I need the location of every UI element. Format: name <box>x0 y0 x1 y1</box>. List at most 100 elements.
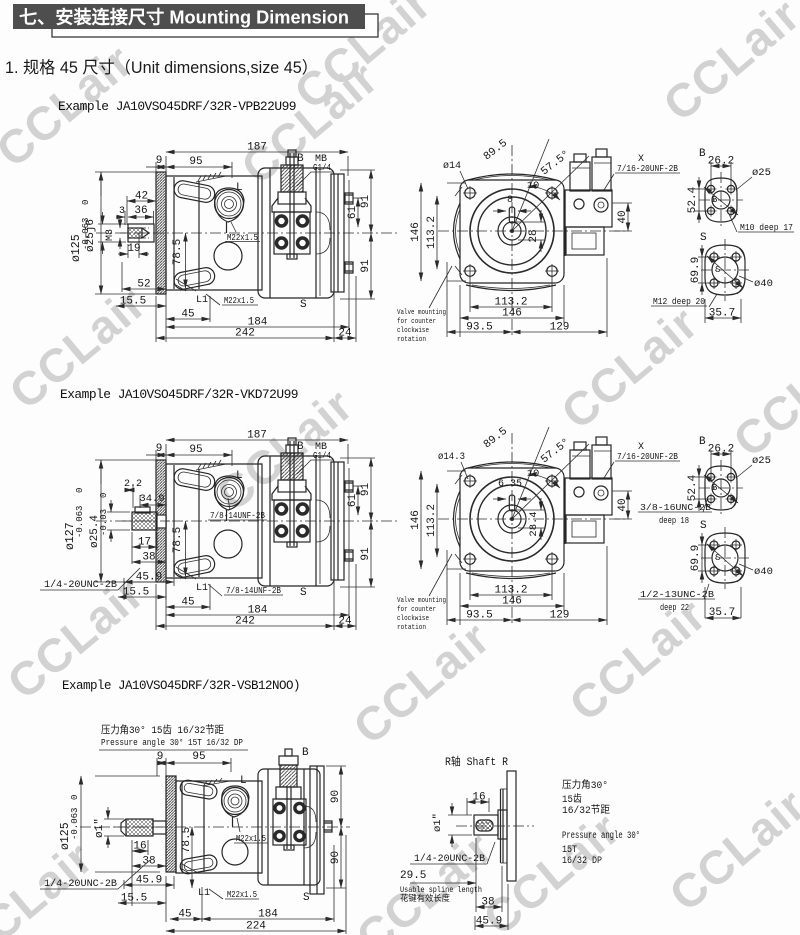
svg-text:clockwise: clockwise <box>397 327 429 335</box>
svg-text:B: B <box>699 436 706 448</box>
svg-text:187: 187 <box>247 430 267 442</box>
svg-text:Example JA10VSO45DRF/32R-VPB22: Example JA10VSO45DRF/32R-VPB22U99 <box>58 100 296 114</box>
svg-text:95: 95 <box>189 156 202 168</box>
svg-text:S: S <box>700 232 707 244</box>
svg-text:113.2: 113.2 <box>494 585 527 597</box>
svg-text:8: 8 <box>507 195 513 206</box>
svg-text:ø125: ø125 <box>59 822 72 850</box>
svg-text:X: X <box>638 154 644 165</box>
svg-text:187: 187 <box>247 142 267 154</box>
svg-text:113.2: 113.2 <box>426 216 438 249</box>
svg-text:M22x1.5: M22x1.5 <box>227 232 258 243</box>
svg-text:242: 242 <box>235 328 255 340</box>
svg-text:Pressure angle 30° 15T 16/32 D: Pressure angle 30° 15T 16/32 DP <box>101 737 243 748</box>
svg-text:15T: 15T <box>562 845 577 856</box>
svg-text:-0.03: -0.03 <box>99 509 109 536</box>
svg-text:45: 45 <box>181 597 194 609</box>
svg-text:9: 9 <box>157 751 164 763</box>
svg-text:花键有效长度: 花键有效长度 <box>400 893 450 904</box>
svg-text:113.2: 113.2 <box>426 504 438 537</box>
svg-text:B: B <box>712 195 718 205</box>
svg-text:15.5: 15.5 <box>123 587 149 599</box>
svg-text:15.5: 15.5 <box>121 893 147 905</box>
svg-text:deep 22: deep 22 <box>660 602 689 613</box>
svg-text:ø25: ø25 <box>752 455 771 467</box>
svg-text:52: 52 <box>137 279 150 291</box>
svg-text:35.7: 35.7 <box>709 308 735 320</box>
svg-text:Pressure angle 30°: Pressure angle 30° <box>562 830 640 842</box>
svg-text:Usable spline length: Usable spline length <box>400 885 482 895</box>
svg-text:1/4-20UNC-2B: 1/4-20UNC-2B <box>414 853 485 865</box>
svg-text:S: S <box>715 553 720 563</box>
svg-text:L1: L1 <box>196 583 208 594</box>
svg-text:S: S <box>303 892 310 904</box>
svg-text:10: 10 <box>527 180 540 192</box>
svg-text:45: 45 <box>181 309 194 321</box>
svg-text:45.9: 45.9 <box>136 572 162 584</box>
svg-text:B: B <box>297 441 304 453</box>
svg-text:113.2: 113.2 <box>494 297 527 309</box>
svg-text:L: L <box>240 775 247 787</box>
svg-text:78.5: 78.5 <box>172 239 184 265</box>
svg-text:38: 38 <box>142 856 155 868</box>
svg-text:R轴 Shaft R: R轴 Shaft R <box>445 754 508 769</box>
svg-text:ø40: ø40 <box>754 278 773 290</box>
svg-text:95: 95 <box>192 751 205 763</box>
svg-text:压力角30° 15齿 16/32节距: 压力角30° 15齿 16/32节距 <box>101 723 224 737</box>
svg-text:S: S <box>715 265 720 275</box>
svg-text:7/8-14UNF-2B: 7/8-14UNF-2B <box>226 586 282 596</box>
svg-text:G1/4: G1/4 <box>313 451 331 461</box>
svg-text:ø14: ø14 <box>443 160 461 172</box>
svg-text:90: 90 <box>330 790 342 803</box>
svg-text:L: L <box>236 470 243 482</box>
svg-text:24: 24 <box>338 328 352 340</box>
svg-text:16: 16 <box>472 792 485 804</box>
svg-text:X: X <box>638 442 644 453</box>
svg-text:MB: MB <box>315 442 327 453</box>
svg-text:0: 0 <box>70 795 80 800</box>
svg-text:52.4: 52.4 <box>687 474 699 501</box>
svg-text:ø40: ø40 <box>754 566 773 578</box>
svg-text:93.5: 93.5 <box>466 610 492 622</box>
svg-text:Example JA10VSO45DRF/32R-VSB12: Example JA10VSO45DRF/32R-VSB12NOO) <box>62 679 300 693</box>
svg-text:S: S <box>300 587 307 599</box>
svg-text:ø25: ø25 <box>752 167 771 179</box>
svg-text:L1: L1 <box>196 295 208 306</box>
svg-text:ø1": ø1" <box>94 818 106 838</box>
svg-text:for counter: for counter <box>397 606 436 614</box>
svg-text:-0.063: -0.063 <box>75 506 85 538</box>
svg-text:29.5: 29.5 <box>400 870 426 882</box>
svg-text:ø125: ø125 <box>70 234 83 262</box>
svg-text:MB: MB <box>315 154 327 165</box>
svg-text:35.7: 35.7 <box>709 607 735 619</box>
svg-text:40: 40 <box>617 498 629 511</box>
svg-text:ø1": ø1" <box>432 813 444 832</box>
svg-text:36: 36 <box>134 205 147 217</box>
svg-text:15.5: 15.5 <box>120 296 146 308</box>
svg-text:40: 40 <box>617 210 629 223</box>
svg-text:90: 90 <box>330 851 342 864</box>
svg-text:ø14.3: ø14.3 <box>438 451 465 463</box>
svg-text:38: 38 <box>142 552 155 564</box>
svg-text:45.9: 45.9 <box>476 916 502 928</box>
svg-text:146: 146 <box>410 222 422 242</box>
svg-text:L: L <box>236 182 243 194</box>
svg-text:6.35: 6.35 <box>498 479 522 490</box>
svg-text:42: 42 <box>135 191 148 203</box>
svg-text:M22x1.5: M22x1.5 <box>236 833 266 844</box>
svg-text:9: 9 <box>156 155 163 167</box>
svg-text:L1: L1 <box>198 888 210 899</box>
svg-text:3: 3 <box>119 206 125 217</box>
svg-text:-0.063: -0.063 <box>70 808 80 840</box>
svg-text:Example JA10VSO45DRF/32R-VKD72: Example JA10VSO45DRF/32R-VKD72U99 <box>60 388 298 402</box>
svg-text:0: 0 <box>81 200 91 205</box>
svg-text:rotation: rotation <box>397 624 426 632</box>
svg-text:19: 19 <box>127 243 140 255</box>
svg-text:10: 10 <box>527 468 540 480</box>
svg-text:ø127: ø127 <box>64 522 77 550</box>
svg-text:78.5: 78.5 <box>172 527 184 553</box>
svg-text:clockwise: clockwise <box>397 615 429 623</box>
svg-text:7/16-20UNF-2B: 7/16-20UNF-2B <box>617 164 679 174</box>
svg-text:69.9: 69.9 <box>690 257 702 283</box>
svg-text:ø25.4: ø25.4 <box>89 515 101 548</box>
